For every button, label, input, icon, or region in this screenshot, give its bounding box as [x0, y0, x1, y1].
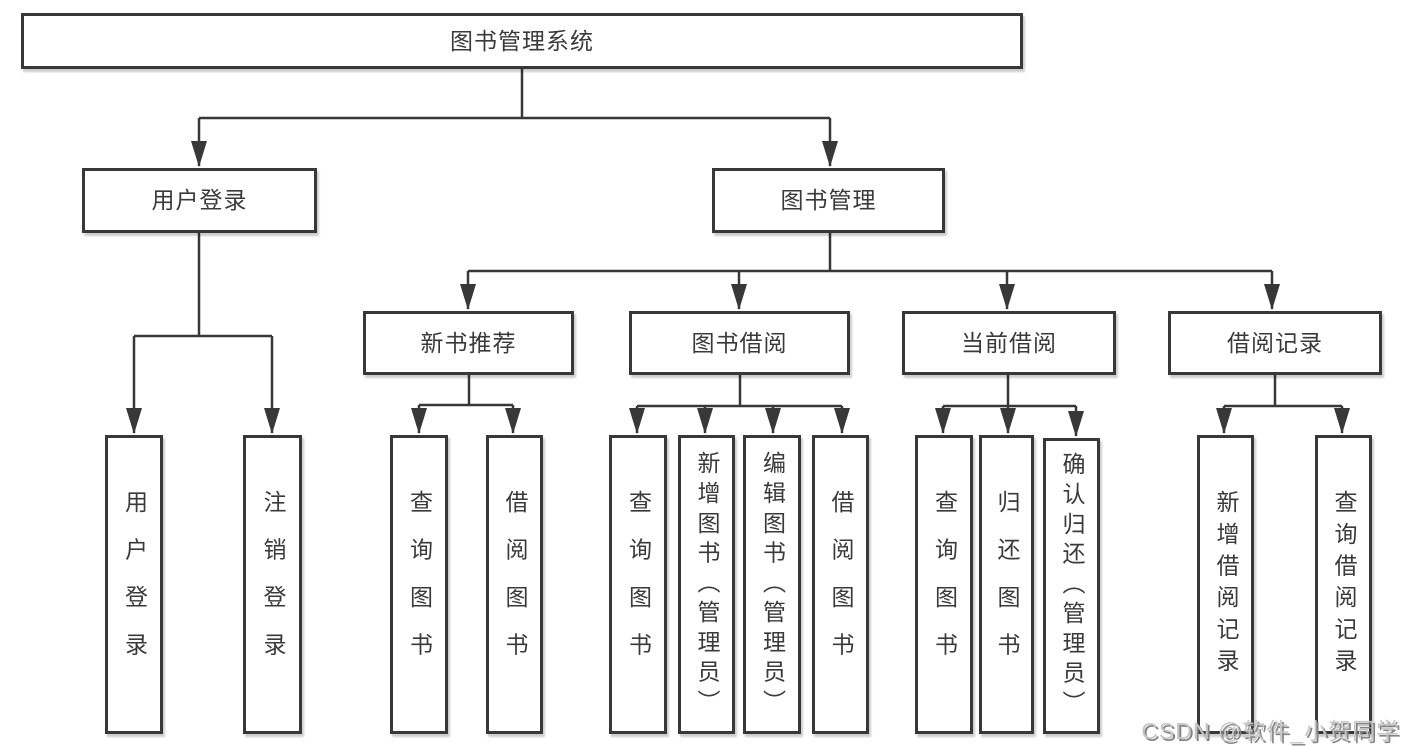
- node-book-management: 图书管理: [712, 168, 945, 233]
- leaf-return-books-label: 归还图书: [994, 489, 1020, 680]
- leaf-logout-label: 注销登录: [260, 489, 286, 680]
- node-new-book-recommend: 新书推荐: [363, 311, 574, 375]
- leaf-edit-book-admin: 编辑图书（管理员）: [743, 435, 801, 734]
- node-current-borrowing: 当前借阅: [902, 311, 1116, 375]
- leaf-query-books-1-label: 查询图书: [406, 489, 433, 680]
- leaf-borrow-books-1-label: 借阅图书: [502, 489, 528, 680]
- leaf-return-books: 归还图书: [979, 435, 1034, 734]
- node-book-borrowing: 图书借阅: [629, 311, 850, 375]
- node-user-login-label: 用户登录: [151, 187, 248, 213]
- leaf-confirm-return-admin-label: 确认归还（管理员）: [1059, 452, 1085, 720]
- leaf-logout: 注销登录: [243, 435, 302, 734]
- node-borrowing-records-label: 借阅记录: [1227, 329, 1323, 356]
- leaf-user-login: 用户登录: [105, 435, 163, 734]
- node-current-borrowing-label: 当前借阅: [961, 329, 1057, 356]
- leaf-add-borrow-record: 新增借阅记录: [1197, 435, 1254, 734]
- leaf-query-borrow-record-label: 查询借阅记录: [1331, 489, 1357, 680]
- leaf-borrow-books-2-label: 借阅图书: [828, 489, 854, 680]
- leaf-confirm-return-admin: 确认归还（管理员）: [1043, 438, 1100, 734]
- leaf-query-books-2-label: 查询图书: [625, 489, 652, 680]
- node-book-management-label: 图书管理: [780, 187, 877, 213]
- leaf-add-book-admin: 新增图书（管理员）: [678, 435, 735, 734]
- node-root-label: 图书管理系统: [450, 27, 594, 54]
- leaf-user-login-label: 用户登录: [121, 489, 148, 680]
- node-user-login: 用户登录: [82, 168, 317, 233]
- leaf-query-books-3: 查询图书: [915, 435, 973, 734]
- leaf-add-borrow-record-label: 新增借阅记录: [1213, 489, 1239, 680]
- leaf-query-books-1: 查询图书: [390, 435, 448, 734]
- leaf-query-books-3-label: 查询图书: [931, 489, 958, 680]
- leaf-query-borrow-record: 查询借阅记录: [1315, 435, 1372, 734]
- csdn-watermark: CSDN @软件_小贺同学: [1141, 718, 1400, 744]
- leaf-borrow-books-1: 借阅图书: [486, 435, 543, 734]
- leaf-edit-book-admin-label: 编辑图书（管理员）: [759, 450, 786, 719]
- leaf-borrow-books-2: 借阅图书: [812, 435, 869, 734]
- leaf-add-book-admin-label: 新增图书（管理员）: [694, 450, 720, 719]
- node-new-book-recommend-label: 新书推荐: [420, 329, 517, 356]
- leaf-query-books-2: 查询图书: [609, 435, 667, 734]
- node-root: 图书管理系统: [21, 13, 1023, 69]
- node-book-borrowing-label: 图书借阅: [691, 329, 788, 356]
- node-borrowing-records: 借阅记录: [1168, 311, 1382, 375]
